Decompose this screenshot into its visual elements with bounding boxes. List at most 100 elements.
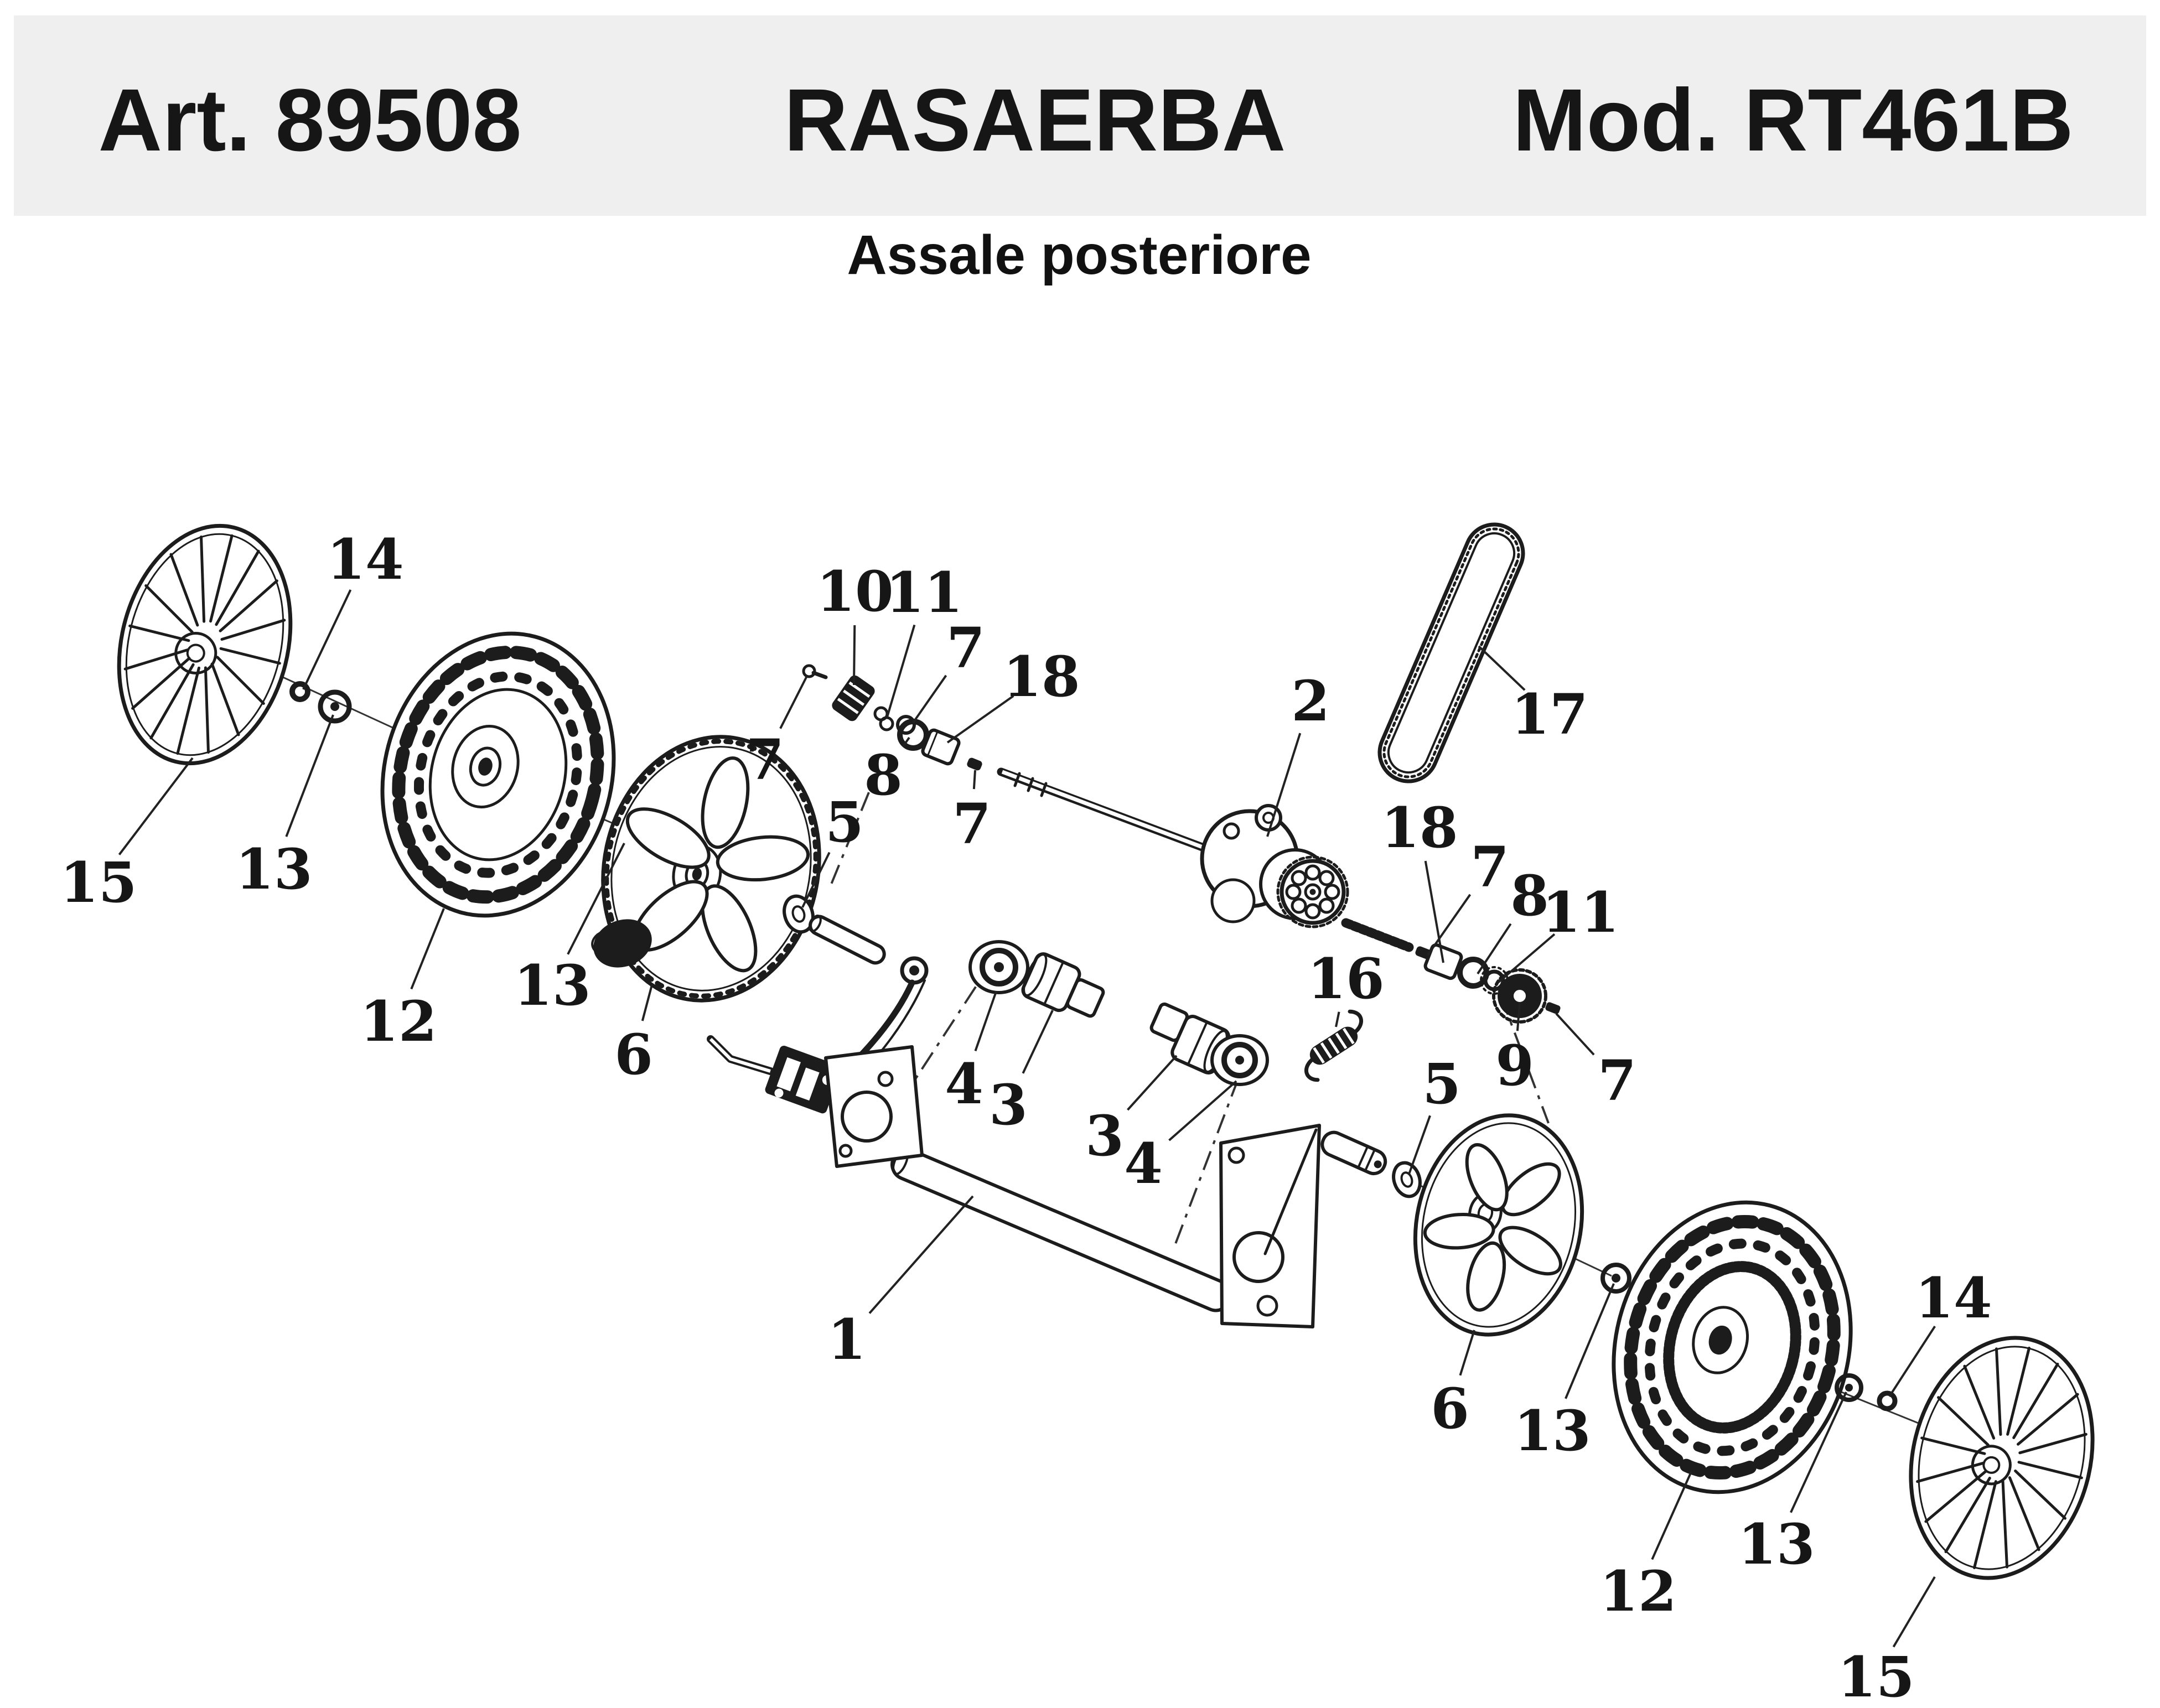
spoke-line (123, 648, 189, 671)
spoke-line (2017, 1461, 2083, 1479)
bearing-left-outer (318, 689, 352, 724)
leader-line (1335, 1011, 1340, 1027)
roller-bearing-b (1210, 1034, 1269, 1086)
spoke-line (1973, 1480, 1997, 1570)
spoke-line (1937, 1396, 1990, 1447)
roller-bearing-a (968, 940, 1029, 994)
spoke-line (128, 624, 190, 642)
callout-15: 15 (1837, 1644, 1914, 1708)
callout-3: 3 (1085, 1103, 1124, 1169)
callout-7: 7 (946, 615, 985, 681)
roller-a (1021, 952, 1105, 1018)
callout-6: 6 (614, 1022, 653, 1087)
leader-line (886, 624, 916, 718)
header-band (14, 15, 2146, 216)
callout-11: 11 (1542, 880, 1619, 945)
callout-16: 16 (1307, 946, 1384, 1011)
leader-line (410, 908, 445, 990)
leader-line (1266, 733, 1302, 837)
callout-18: 18 (1003, 644, 1080, 709)
spoke-line (144, 584, 194, 634)
drive-wheel-left (601, 735, 821, 1003)
leader-line (1565, 1283, 1615, 1399)
spoke-line (1920, 1436, 1986, 1455)
callout-12: 12 (360, 989, 437, 1054)
spring-bushing (832, 675, 875, 721)
spoke-line (2001, 1479, 2009, 1569)
wheel-cutout (1465, 1143, 1509, 1212)
wheel-cutout (701, 756, 750, 849)
tension-spring (1304, 1009, 1363, 1082)
spoke-line (1944, 1476, 1991, 1554)
leader-line (302, 589, 352, 690)
spoke-line (215, 549, 260, 626)
frame-axle (707, 894, 1422, 1328)
pin-right-2 (1545, 1002, 1561, 1014)
header-brand: RASAERBA (784, 70, 1286, 169)
leader-line (1651, 1471, 1692, 1560)
callout-14: 14 (327, 527, 403, 592)
spoke-line (219, 579, 278, 632)
spoke-line (210, 662, 240, 736)
leader-line (1892, 1576, 1936, 1648)
leader-line (1555, 1013, 1595, 1056)
hubcap-wheel-left (117, 523, 293, 766)
callout-10: 10 (816, 559, 893, 624)
callout-13: 13 (1738, 1512, 1815, 1577)
leader-line (946, 695, 1014, 744)
wheel-cutout (716, 835, 810, 882)
pivot-rod (809, 915, 886, 965)
pivot-washer (783, 894, 815, 934)
leader-line (801, 852, 831, 908)
leader-line (1127, 1055, 1178, 1111)
callout-7: 7 (1598, 1048, 1636, 1113)
wheel-cutout (701, 884, 758, 973)
leader-line (118, 757, 194, 855)
leader-line (1790, 1392, 1847, 1513)
leader-line (567, 843, 625, 955)
output-thread (1341, 918, 1414, 952)
spoke-line (2006, 1346, 2030, 1436)
leader-line (972, 770, 976, 790)
axle-nut-right (1877, 1390, 1898, 1411)
spoke-line (169, 553, 199, 627)
spoke-line (216, 656, 265, 705)
spoke-line (131, 657, 191, 710)
leader-line (1408, 1115, 1431, 1175)
bearing-right-outer (1835, 1373, 1863, 1402)
spoke-line (2018, 1432, 2088, 1455)
gearbox (1200, 804, 1349, 928)
spoke-line (1995, 1347, 2002, 1436)
spoke-line (1963, 1364, 1996, 1440)
diagram-subtitle: Assale posteriore (847, 224, 1311, 286)
spoke-line (1924, 1470, 1987, 1523)
callout-2: 2 (1291, 668, 1330, 734)
callout-7: 7 (952, 791, 991, 856)
pinion-gear (1492, 968, 1547, 1024)
leader-line (1478, 645, 1526, 691)
leader-line (779, 676, 808, 729)
callout-17: 17 (1511, 682, 1588, 747)
drive-belt (1377, 522, 1525, 783)
spoke-line (209, 534, 234, 623)
wheel-tire-right (1612, 1200, 1853, 1494)
spoke-line (2016, 1393, 2079, 1446)
callout-18: 18 (1381, 795, 1458, 860)
spoke-line (2012, 1362, 2059, 1440)
washer-right-plate (1392, 1161, 1422, 1198)
callout-13: 13 (514, 953, 590, 1018)
leader-line (902, 736, 910, 747)
washer-right (1457, 957, 1489, 989)
bracket-rod (707, 1035, 774, 1075)
callout-3: 3 (989, 1072, 1028, 1138)
spoke-line (220, 619, 286, 641)
header-article: Art. 89508 (99, 70, 522, 169)
wheel-cutout (1423, 1212, 1495, 1250)
hubcap-wheel-right (1909, 1336, 2095, 1580)
callout-14: 14 (1915, 1265, 1992, 1331)
callout-7: 7 (745, 727, 784, 792)
wheel-tire-left (380, 631, 616, 918)
callout-1: 1 (827, 1307, 866, 1372)
